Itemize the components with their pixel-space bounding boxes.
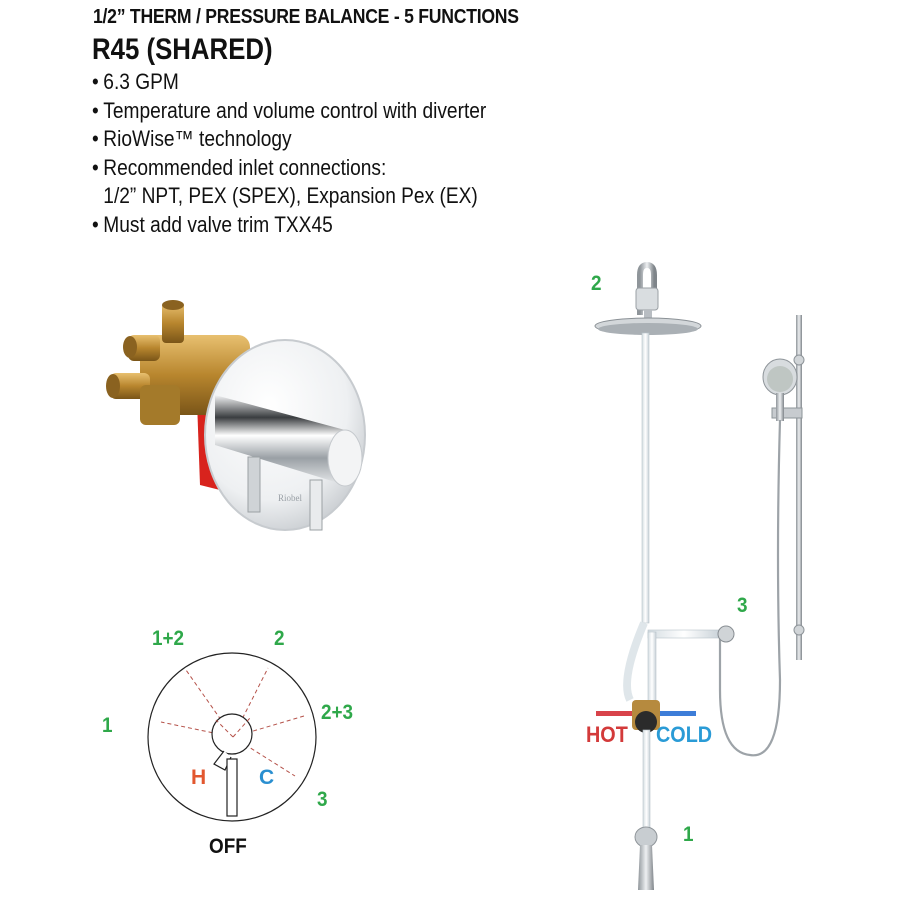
bullet: • [92,154,99,180]
bullet: • [92,126,99,151]
valve-product-image: Riobel [106,300,366,531]
feature-text: RioWise™ technology [103,126,292,151]
feature-item: •Must add valve trim TXX45 [92,211,486,240]
feature-continuation: 1/2” NPT, PEX (SPEX), Expansion Pex (EX) [103,183,478,208]
feature-item: •Temperature and volume control with div… [92,97,486,126]
cold-supply-label: COLD [656,722,713,747]
dial-position-1: 1 [102,714,113,737]
product-subtitle: 1/2” THERM / PRESSURE BALANCE - 5 FUNCTI… [93,5,519,28]
dial-position-2-plus-3: 2+3 [321,701,354,724]
brand-mark: Riobel [278,493,302,503]
feature-text: Must add valve trim TXX45 [103,211,333,237]
bullet: • [92,69,99,94]
dial-position-1-plus-2: 1+2 [152,627,185,650]
outlet-label-tub-spout: 1 [683,823,694,846]
feature-item: •RioWise™ technology [92,125,486,154]
dial-position-2: 2 [274,627,285,650]
bullet: • [92,97,99,123]
outlet-label-hand-shower: 3 [737,594,748,617]
feature-text: Temperature and volume control with dive… [103,97,487,123]
feature-item: •6.3 GPM [92,68,486,97]
hot-indicator: H [191,766,207,789]
feature-text: 6.3 GPM [103,69,179,94]
model-title: R45 (SHARED) [92,33,273,66]
feature-list: •6.3 GPM •Temperature and volume control… [92,68,486,239]
bullet: • [92,211,99,237]
off-label: OFF [209,835,247,858]
outlet-label-rain-head: 2 [591,272,602,295]
dial-position-3: 3 [317,788,328,811]
hot-supply-label: HOT [586,722,628,747]
cold-indicator: C [259,766,275,789]
feature-item: •Recommended inlet connections: 1/2” NPT,… [92,154,486,211]
feature-text: Recommended inlet connections: [103,154,387,180]
shower-system-diagram [594,261,805,890]
diverter-dial-diagram [147,652,317,822]
